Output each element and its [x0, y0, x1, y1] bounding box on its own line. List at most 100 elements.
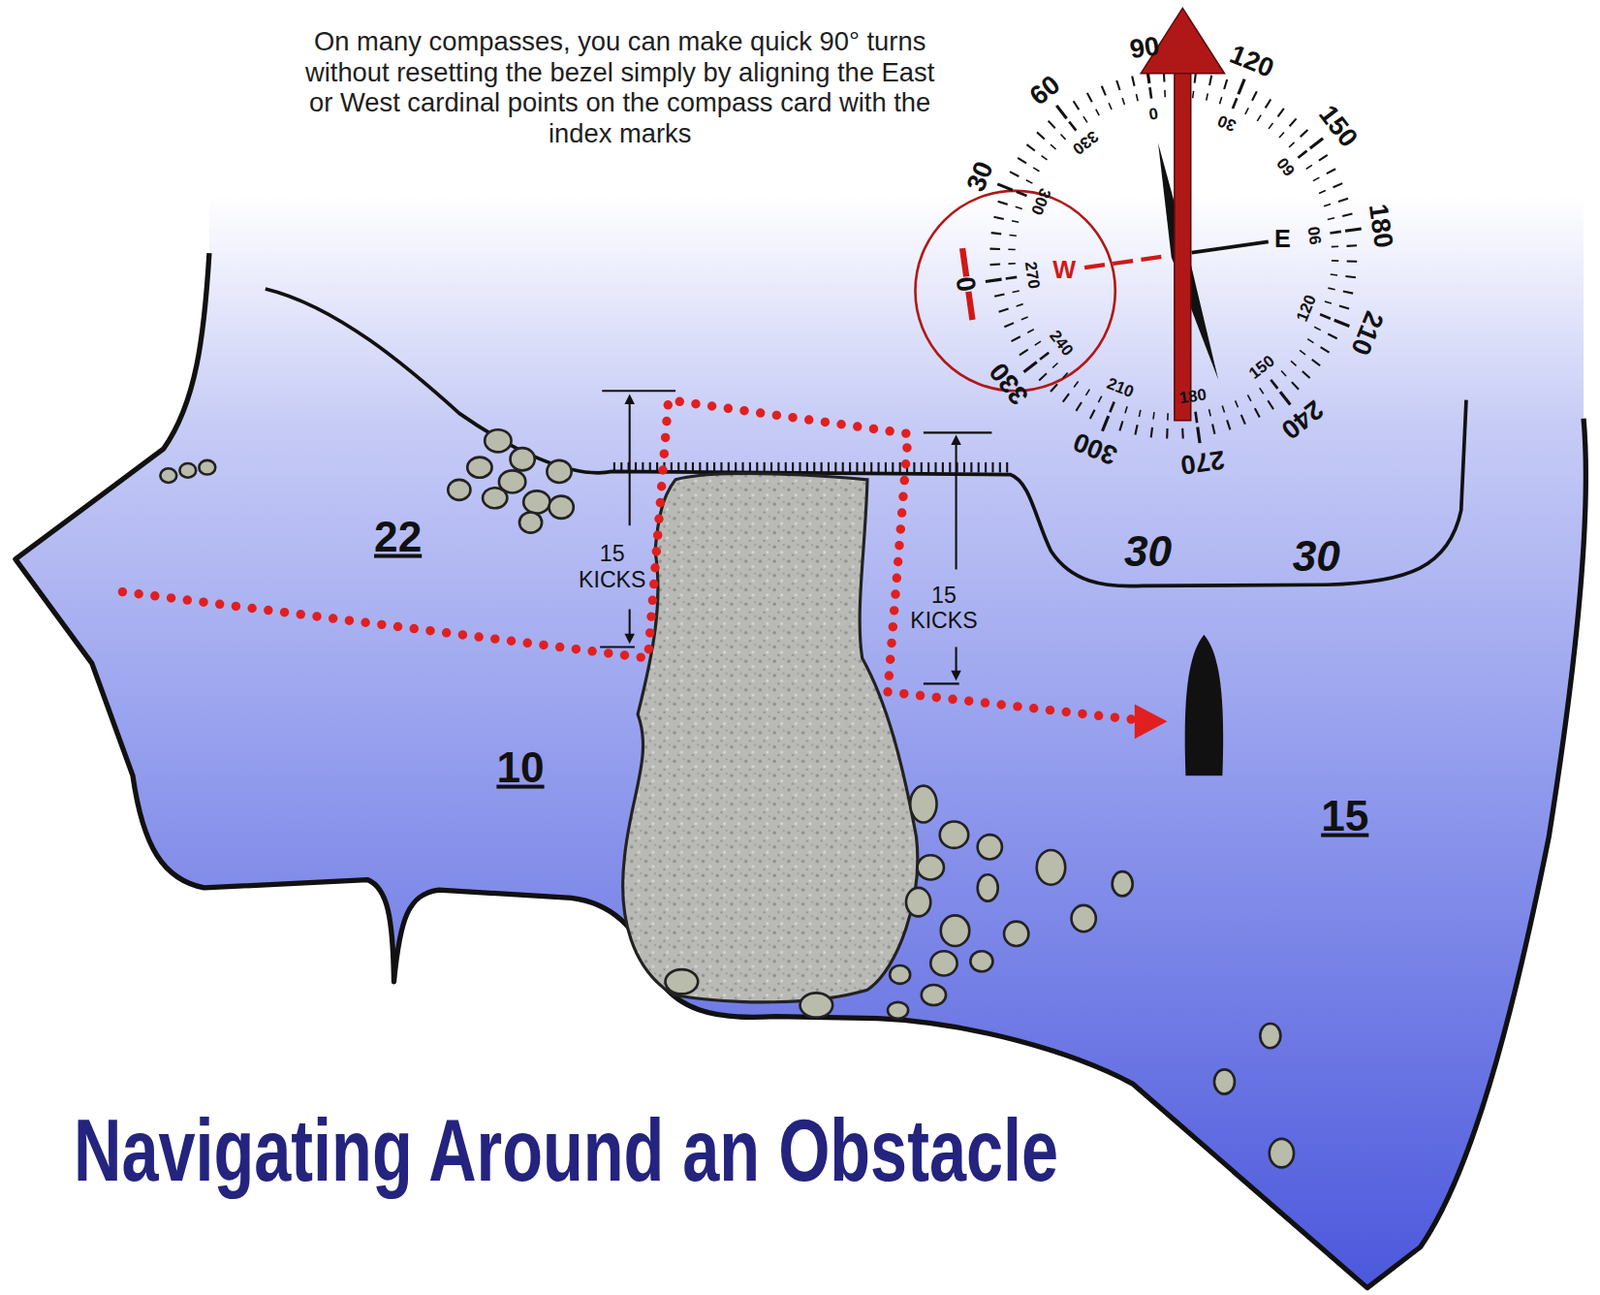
card-tick	[1008, 262, 1016, 265]
card-tick	[1329, 231, 1341, 234]
card-tick	[1122, 97, 1125, 105]
bezel-tick	[1226, 419, 1230, 430]
bezel-tick	[1101, 86, 1106, 96]
bezel-tick	[999, 309, 1009, 313]
hatch-stroke	[884, 462, 887, 473]
card-tick	[1007, 248, 1015, 251]
bezel-tick	[1267, 400, 1274, 409]
boulder	[1259, 1023, 1281, 1048]
boulder	[977, 834, 1003, 859]
hatch-stroke	[698, 462, 701, 473]
boulder	[940, 821, 969, 848]
cardinal-point: W	[1052, 256, 1076, 285]
hatch-stroke	[842, 462, 845, 473]
bezel-tick	[1223, 79, 1227, 90]
boulder	[889, 965, 910, 984]
hatch-stroke	[941, 462, 944, 473]
bezel-tick	[1026, 144, 1035, 151]
card-tick	[1073, 381, 1078, 388]
route-dotted-line	[122, 400, 1132, 721]
boulder	[887, 1002, 909, 1019]
card-tick	[1259, 387, 1264, 394]
boulder	[1003, 921, 1029, 946]
bezel-tick	[1320, 346, 1330, 353]
card-tick	[1281, 371, 1287, 377]
direction-arrow-shaft	[1174, 61, 1192, 421]
hatch-stroke	[806, 462, 809, 473]
bezel-tick	[1090, 409, 1096, 419]
card-tick	[1039, 352, 1049, 360]
boulder	[1269, 1138, 1294, 1167]
card-tick	[1108, 102, 1112, 110]
card-tick	[1052, 362, 1058, 368]
hatch-stroke	[641, 462, 644, 473]
hatch-stroke	[934, 462, 937, 473]
boulder	[447, 479, 471, 501]
card-tick	[1279, 131, 1285, 137]
card-tick	[1313, 177, 1320, 181]
hatch-stroke	[713, 462, 716, 473]
hatch-stroke	[899, 462, 902, 473]
bezel-tick	[1252, 91, 1257, 100]
bezel-tick	[1347, 244, 1358, 248]
hatch-stroke	[984, 462, 987, 473]
card-tick	[1268, 123, 1273, 129]
shoreline	[265, 288, 1467, 587]
card-tick	[1026, 180, 1034, 184]
card-tick	[1083, 116, 1088, 123]
compass	[914, 7, 1361, 443]
card-tick	[1327, 218, 1335, 220]
card-tick	[1192, 91, 1194, 98]
bezel-tick	[1056, 105, 1067, 119]
kick-count: 15 KICKS	[904, 582, 984, 634]
bezel-tick	[1241, 414, 1246, 425]
bezel-tick	[985, 279, 1003, 282]
hatch-stroke	[706, 462, 709, 473]
bezel-tick	[1238, 79, 1245, 95]
card-tick	[1245, 107, 1249, 115]
hatch-stroke	[727, 462, 730, 473]
hatch-stroke	[927, 462, 930, 473]
bezel-tick	[1197, 426, 1200, 443]
boulder	[921, 984, 946, 1005]
hatch-stroke	[784, 462, 787, 473]
card-tick	[1005, 277, 1017, 280]
hatch-stroke	[948, 462, 951, 473]
bezel-tick	[1209, 75, 1212, 86]
hatch-stroke	[920, 462, 923, 473]
boulder	[917, 854, 944, 879]
bezel-tick	[1151, 427, 1153, 438]
east-line	[1192, 241, 1269, 252]
bezel-tick	[1333, 183, 1344, 188]
boulder	[467, 457, 492, 478]
hatch-stroke	[863, 462, 866, 473]
card-tick	[1222, 405, 1224, 412]
hatch-stroke	[741, 462, 744, 473]
card-tick	[1256, 115, 1261, 122]
kick-count: 15 KICKS	[572, 541, 653, 594]
hatch-stroke	[891, 462, 894, 473]
boulder	[970, 950, 993, 972]
bezel-tick	[1165, 428, 1168, 440]
card-tick	[1063, 372, 1068, 377]
bezel-tick	[1017, 157, 1027, 164]
card-number: 90	[1304, 224, 1326, 246]
bezel-tick	[1003, 322, 1014, 327]
bezel-tick	[1194, 72, 1196, 83]
bezel-tick	[1011, 336, 1021, 342]
boulder	[909, 785, 937, 823]
bezel-tick	[1312, 359, 1320, 366]
hatch-stroke	[755, 462, 758, 473]
bezel-tick	[1254, 407, 1260, 417]
hatch-stroke	[634, 462, 637, 473]
hatch-stroke	[798, 462, 801, 473]
hatch-stroke	[813, 462, 816, 473]
index-highlight-circle	[914, 190, 1115, 391]
bezel-number: 270	[1178, 443, 1227, 481]
card-tick	[1050, 144, 1056, 150]
card-tick	[1327, 287, 1335, 290]
boulder	[546, 460, 571, 483]
hatch-stroke	[999, 462, 1002, 473]
